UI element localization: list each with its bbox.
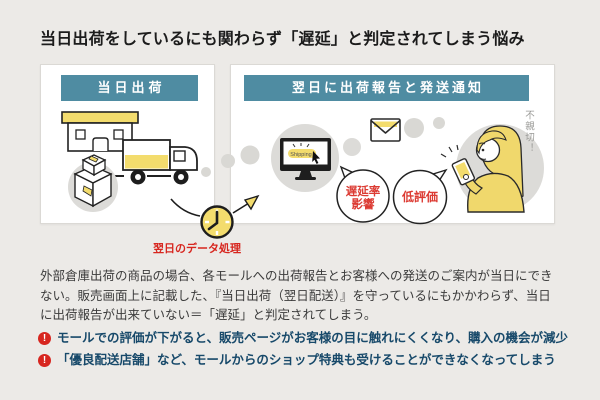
next-day-processing-label: 翌日のデータ処理 — [153, 243, 241, 255]
warning-item: ! モールでの評価が下がると、販売ページがお客様の目に触れにくくなり、購入の機会… — [38, 331, 578, 346]
same-day-shipping-panel: 当日出荷 — [40, 64, 215, 224]
warning-text: モールでの評価が下がると、販売ページがお客様の目に触れにくくなり、購入の機会が減… — [57, 331, 569, 345]
same-day-shipping-header: 当日出荷 — [61, 75, 198, 101]
description-text: 外部倉庫出荷の商品の場合、各モールへの出荷報告とお客様への発送のご案内が当日にで… — [40, 269, 553, 322]
next-day-report-header: 翌日に出荷報告と発送通知 — [244, 75, 529, 101]
page-title: 当日出荷をしているにも関わらず「遅延」と判定されてしまう悩み — [40, 31, 525, 48]
warning-list: ! モールでの評価が下がると、販売ページがお客様の目に触れにくくなり、購入の機会… — [38, 331, 578, 375]
next-day-report-panel: 翌日に出荷報告と発送通知 — [230, 64, 555, 224]
warning-item: ! 「優良配送店舗」など、モールからのショップ特典も受けることができなくなってし… — [38, 353, 578, 368]
alert-icon: ! — [38, 332, 51, 345]
warning-text: 「優良配送店舗」など、モールからのショップ特典も受けることができなくなってしまう — [57, 353, 556, 367]
alert-icon: ! — [38, 354, 51, 367]
customer-complaint-note: 不親切！ — [523, 110, 534, 154]
